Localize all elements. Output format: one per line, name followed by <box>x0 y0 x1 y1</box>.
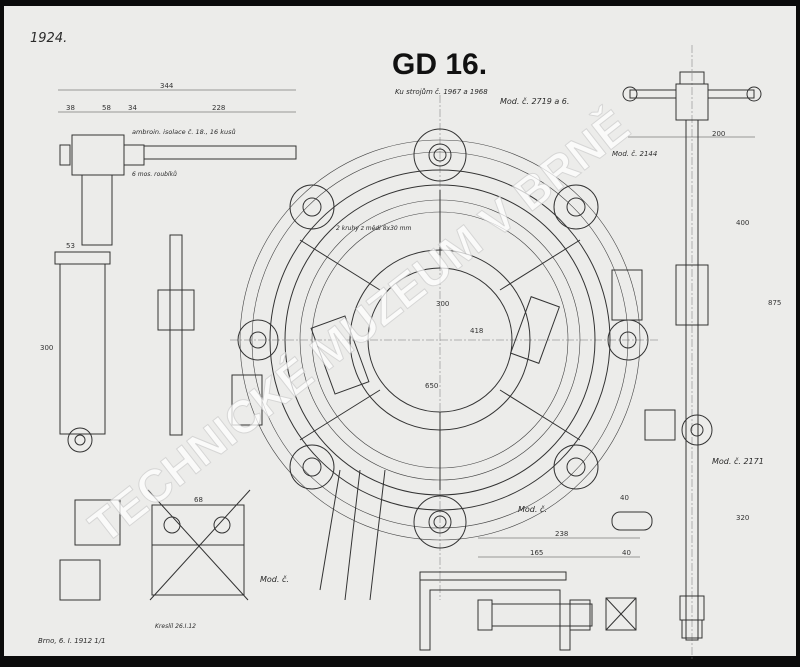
dim-block-width: 68 <box>194 496 203 504</box>
subtitle: Ku strojům č. 1967 a 1968 <box>395 88 488 96</box>
note-mod-ring: Mod. č. 2719 a 6. <box>500 96 569 106</box>
dim-left-h: 300 <box>40 344 53 352</box>
note-mod-top-right: Mod. č. 2144 <box>612 150 657 158</box>
dim-top-d: 228 <box>212 104 225 112</box>
dim-top-a: 38 <box>66 104 75 112</box>
dim-top-c: 34 <box>128 104 137 112</box>
dim-ring-outer: 650 <box>425 382 438 390</box>
dim-right-total: 875 <box>768 299 781 307</box>
dim-top-b: 58 <box>102 104 111 112</box>
date-scale: Brno, 6. I. 1912 1/1 <box>38 637 106 645</box>
signature: Kreslil 26.I.12 <box>155 623 196 630</box>
note-rings: 2 kruhy z mědi 8x30 mm <box>336 225 411 232</box>
dim-top-overall: 344 <box>160 82 174 90</box>
note-mod-right: Mod. č. 2171 <box>712 456 764 466</box>
paper <box>4 6 796 656</box>
year-label: 1924. <box>30 31 67 46</box>
dim-bottom-b: 40 <box>622 549 631 557</box>
ring-assembly: 300 650 418 2 kruhy z mědi 8x30 mm Mod. … <box>230 95 660 601</box>
dim-bottom-overall: 238 <box>555 530 568 538</box>
top-left-detail: 344 38 58 34 228 ambroin. isolace č. 18.… <box>40 82 297 453</box>
dim-right-h2: 320 <box>736 514 749 522</box>
bottom-clamp-detail: 238 165 40 <box>419 530 640 651</box>
note-mod-bottom-center: Mod. č. <box>518 504 547 514</box>
dim-right-h1: 400 <box>736 219 749 227</box>
dim-ring-inner: 300 <box>436 300 449 308</box>
note-isolation: ambroin. isolace č. 18., 16 kusů <box>132 128 236 136</box>
dim-right-width: 200 <box>712 130 725 138</box>
drawing-title: GD 16. <box>392 48 487 81</box>
dim-bottom-a: 165 <box>530 549 543 557</box>
note-pins: 6 mos. roubíků <box>132 171 177 178</box>
note-mod-bottom-left: Mod. č. <box>260 574 289 584</box>
dim-left-w: 53 <box>66 242 75 250</box>
dim-small-40: 40 <box>620 494 629 502</box>
right-rod-detail: 200 400 320 875 40 Mod. č. 2144 Mod. č. … <box>611 45 781 660</box>
dim-ring-mid: 418 <box>470 327 483 335</box>
bottom-left-detail: 68 Mod. č. Kreslil 26.I.12 Brno, 6. I. 1… <box>38 489 289 645</box>
